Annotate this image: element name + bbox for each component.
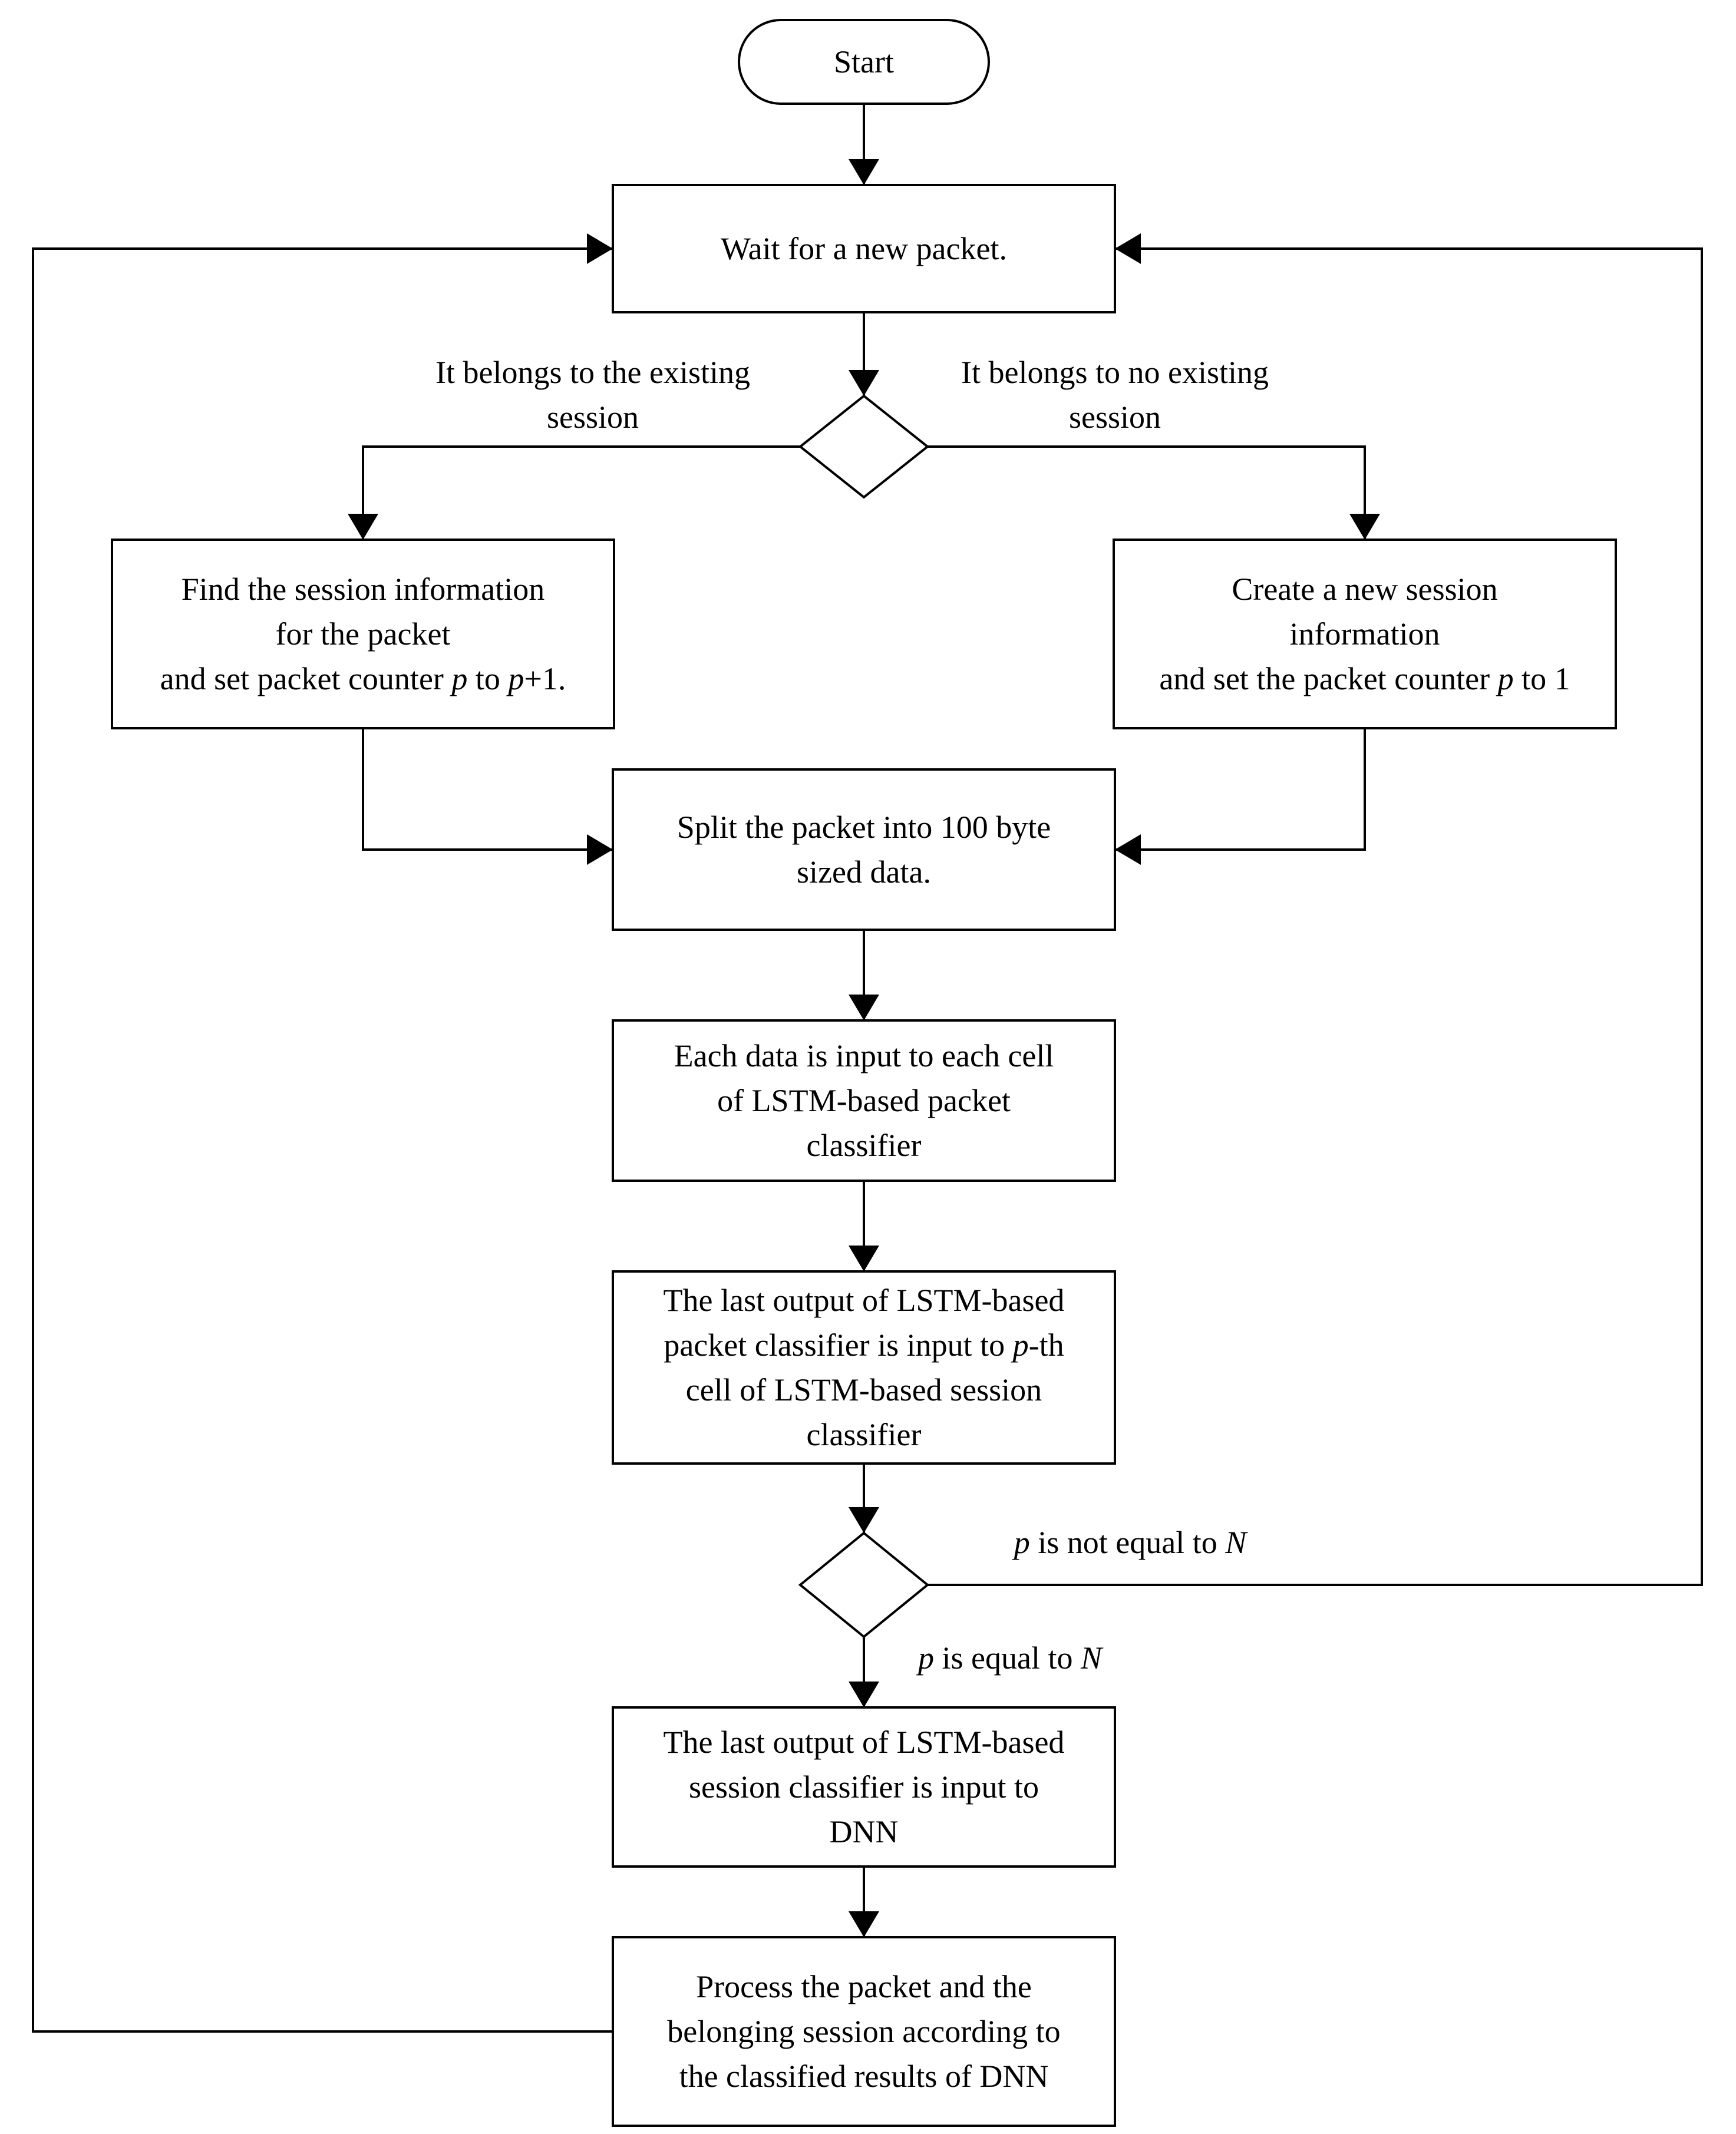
start-label: Start — [834, 44, 894, 80]
arrow-lstm-packet-to-lstm-session — [849, 1246, 879, 1271]
lstm-packet-box — [612, 1019, 1116, 1182]
arrow-decision-to-find — [348, 514, 378, 540]
arrow-dnn-to-process — [849, 1911, 879, 1937]
process-label-line: belonging session according to — [667, 2014, 1060, 2049]
process-label: Process the packet and the belonging sess… — [667, 1969, 1060, 2094]
not-equal-label-line: p is not equal to N — [1012, 1525, 1248, 1560]
nodes — [111, 19, 1617, 2127]
start-terminal — [738, 19, 990, 105]
find-session-label-line: Find the session information — [181, 572, 544, 607]
equal-label-line: p is equal to N — [916, 1640, 1104, 1676]
split-box — [612, 768, 1116, 931]
dnn-input-label-line: DNN — [830, 1814, 899, 1849]
existing-session-label-line: It belongs to the existing — [435, 355, 750, 390]
arrow-decision-to-create — [1349, 514, 1380, 540]
create-session-label-line: Create a new session — [1232, 572, 1497, 607]
arrow-not-equal-loop — [1115, 233, 1141, 264]
arrow-start-to-wait — [849, 159, 879, 185]
find-session-label-line: and set packet counter p to p+1. — [160, 661, 566, 696]
edge-create-to-split — [1115, 728, 1366, 851]
no-existing-session-label: It belongs to no existing session — [961, 355, 1269, 435]
existing-session-label: It belongs to the existing session — [435, 355, 750, 435]
process-label-line: Process the packet and the — [696, 1969, 1032, 2004]
lstm-session-label: The last output of LSTM-based packet clas… — [664, 1283, 1065, 1452]
session-decision-diamond — [798, 394, 930, 499]
lstm-packet-label-line: Each data is input to each cell — [674, 1038, 1054, 1073]
create-session-label-line: and set the packet counter p to 1 — [1159, 661, 1570, 696]
edge-decision-to-find — [362, 445, 800, 540]
start-label-line: Start — [834, 44, 894, 80]
existing-session-label-line: session — [547, 399, 639, 435]
lstm-session-label-line: packet classifier is input to p-th — [664, 1327, 1064, 1363]
find-session-label: Find the session information for the pack… — [160, 572, 566, 696]
node-texts: Start Wait for a new packet. Find the se… — [160, 44, 1570, 2094]
dnn-input-label-line: session classifier is input to — [689, 1769, 1039, 1805]
arrow-lstm-session-to-decision — [849, 1507, 879, 1533]
arrow-equal-to-dnn — [849, 1682, 879, 1707]
edge-not-equal-loop — [928, 247, 1703, 1586]
edge-decision-to-create — [928, 445, 1366, 540]
lstm-session-label-line: classifier — [807, 1417, 922, 1452]
dnn-input-box — [612, 1706, 1116, 1868]
dnn-input-label: The last output of LSTM-based session cla… — [664, 1725, 1065, 1849]
not-equal-label: p is not equal to N — [1012, 1525, 1248, 1560]
edges — [32, 104, 1703, 2033]
split-label-line: sized data. — [797, 854, 931, 890]
lstm-session-box — [612, 1270, 1116, 1465]
arrow-find-to-split — [587, 834, 613, 865]
lstm-session-label-line: cell of LSTM-based session — [686, 1372, 1042, 1408]
arrow-split-to-lstm-packet — [849, 995, 879, 1020]
find-session-box — [111, 539, 615, 729]
edge-find-to-split — [362, 728, 613, 851]
arrow-create-to-split — [1115, 834, 1141, 865]
no-existing-session-label-line: It belongs to no existing — [961, 355, 1269, 390]
split-label: Split the packet into 100 byte sized data… — [677, 810, 1051, 890]
arrow-wait-to-decision — [849, 370, 879, 396]
create-session-label-line: information — [1290, 616, 1440, 652]
equal-label: p is equal to N — [916, 1640, 1104, 1676]
lstm-session-label-line: The last output of LSTM-based — [664, 1283, 1065, 1318]
edge-label-texts: It belongs to the existing session It bel… — [435, 355, 1269, 1676]
process-label-line: the classified results of DNN — [679, 2059, 1049, 2094]
process-box — [612, 1936, 1116, 2127]
split-label-line: Split the packet into 100 byte — [677, 810, 1051, 845]
lstm-packet-label: Each data is input to each cell of LSTM-b… — [674, 1038, 1054, 1163]
wait-label: Wait for a new packet. — [721, 231, 1007, 266]
wait-label-line: Wait for a new packet. — [721, 231, 1007, 266]
arrow-process-loop — [587, 233, 613, 264]
wait-box — [612, 184, 1116, 313]
lstm-packet-label-line: classifier — [807, 1128, 922, 1163]
dnn-input-label-line: The last output of LSTM-based — [664, 1725, 1065, 1760]
lstm-packet-label-line: of LSTM-based packet — [717, 1083, 1011, 1118]
counter-decision-diamond — [798, 1531, 930, 1639]
no-existing-session-label-line: session — [1069, 399, 1161, 435]
find-session-label-line: for the packet — [276, 616, 451, 652]
create-session-label: Create a new session information and set t… — [1159, 572, 1570, 696]
create-session-box — [1113, 539, 1617, 729]
edge-process-loop — [32, 247, 613, 2033]
